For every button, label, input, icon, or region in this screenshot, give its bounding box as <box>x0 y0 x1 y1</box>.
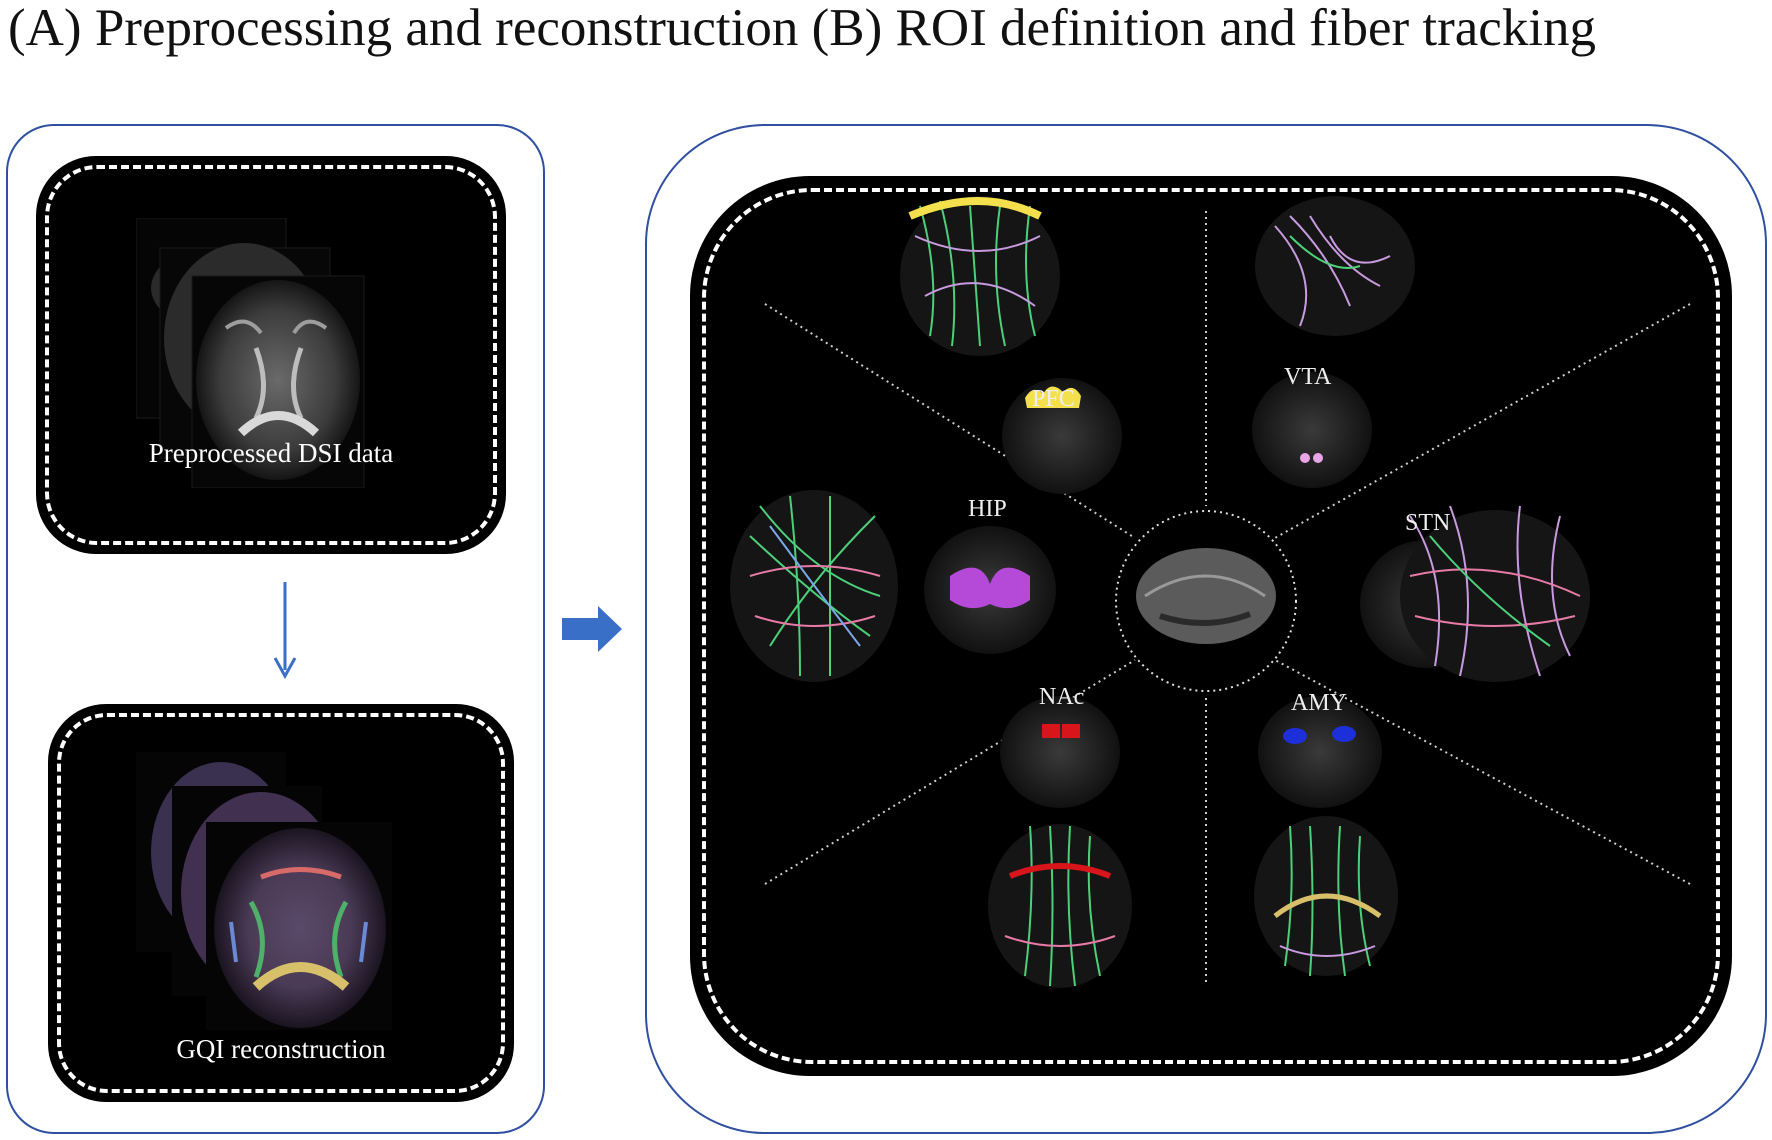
roi-hip <box>924 526 1056 654</box>
roi-fiber-box: PFC VTA HIP STN NAc AMY <box>690 176 1732 1076</box>
roi-nac <box>1000 696 1120 808</box>
roi-label-nac: NAc <box>1039 684 1085 710</box>
fiber-right <box>1400 505 1590 682</box>
roi-label-hip: HIP <box>968 496 1007 522</box>
preprocessed-dsi-box: Preprocessed DSI data <box>36 156 506 554</box>
roi-label-amy: AMY <box>1291 690 1348 716</box>
down-arrow <box>273 582 297 680</box>
right-arrow <box>562 606 622 652</box>
dotted-spokes <box>764 211 1691 986</box>
roi-amy <box>1258 696 1382 808</box>
dsi-slice-stack <box>136 218 365 488</box>
roi-pfc <box>1002 378 1122 494</box>
gqi-slice-stack <box>136 752 392 1030</box>
fiber-bottom-right <box>1254 816 1398 977</box>
fiber-bottom-left <box>988 824 1132 988</box>
gqi-reconstruction-box: GQI reconstruction <box>48 704 514 1102</box>
roi-label-pfc: PFC <box>1032 386 1075 412</box>
roi-label-vta: VTA <box>1284 364 1332 390</box>
dsi-caption: Preprocessed DSI data <box>148 438 394 468</box>
figure-title: (A) Preprocessing and reconstruction (B)… <box>8 0 1597 57</box>
fiber-top-right <box>1255 196 1415 336</box>
fiber-left <box>730 490 898 682</box>
roi-diagram <box>730 196 1691 988</box>
roi-label-stn: STN <box>1405 510 1451 536</box>
gqi-caption: GQI reconstruction <box>176 1034 386 1064</box>
roi-vta <box>1252 372 1372 488</box>
fiber-top-left <box>900 196 1060 356</box>
